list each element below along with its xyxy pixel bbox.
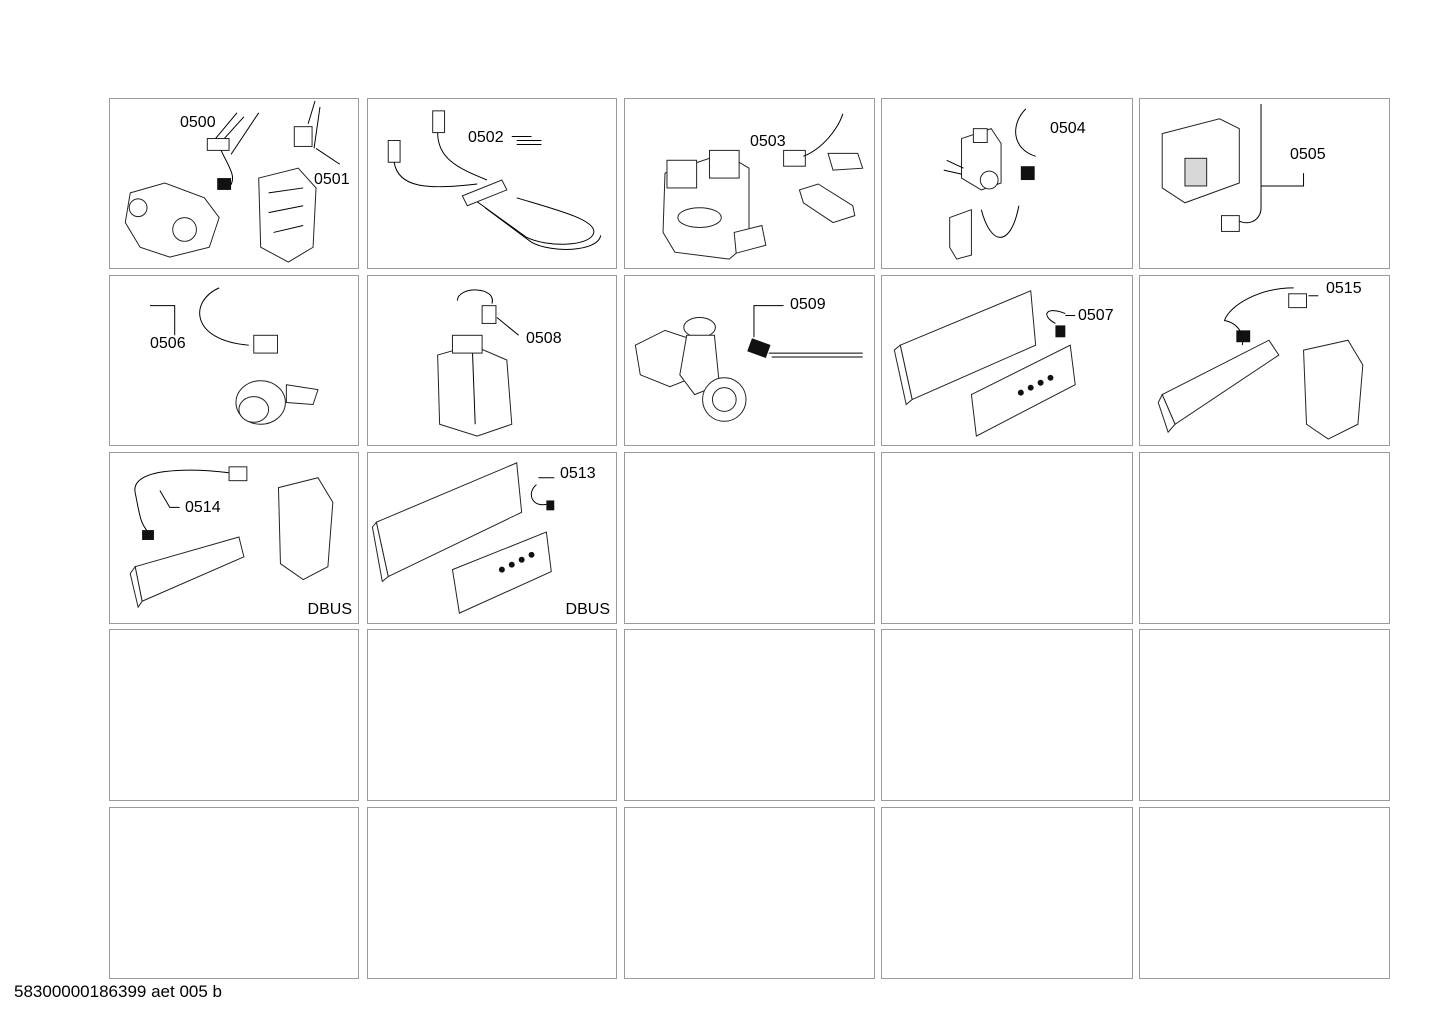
motor-and-module-illustration	[124, 100, 341, 263]
pressure-sensor-illustration	[149, 287, 319, 425]
variant-tag: DBUS	[565, 601, 610, 618]
part-label[interactable]: 0501	[314, 171, 350, 188]
control-module-illustration	[1161, 103, 1305, 232]
part-label[interactable]: 0513	[560, 465, 596, 482]
part-label[interactable]: 0507	[1078, 307, 1114, 324]
filter-capacitor-illustration	[437, 289, 519, 437]
part-cell-0503: 0503	[624, 98, 875, 269]
empty-cell	[1139, 807, 1390, 979]
empty-cell	[367, 807, 617, 979]
variant-tag: DBUS	[307, 601, 352, 618]
part-cell-0506: 0506	[109, 275, 359, 446]
part-label[interactable]: 0515	[1326, 280, 1362, 297]
empty-cell	[109, 807, 359, 979]
valve-illustration	[662, 113, 864, 260]
part-cell-0502: 0502	[367, 98, 617, 269]
part-cell-0514: 0514 DBUS	[109, 452, 359, 624]
part-label[interactable]: 0504	[1050, 120, 1086, 137]
part-label[interactable]: 0505	[1290, 146, 1326, 163]
part-cell-0508: 0508	[367, 275, 617, 446]
empty-cell	[367, 629, 617, 801]
document-id: 58300000186399 aet 005 b	[14, 982, 222, 1001]
drain-pump-illustration	[634, 305, 863, 422]
part-label[interactable]: 0508	[526, 330, 562, 347]
part-cell-0505: 0505	[1139, 98, 1390, 269]
part-cell-0504: 0504	[881, 98, 1133, 269]
empty-cell	[1139, 629, 1390, 801]
empty-cell	[881, 629, 1133, 801]
part-label[interactable]: 0502	[468, 129, 504, 146]
empty-cell	[109, 629, 359, 801]
cable-and-module-illustration	[1157, 287, 1364, 440]
part-label[interactable]: 0509	[790, 296, 826, 313]
valve-and-bracket-illustration	[943, 108, 1036, 260]
empty-cell	[624, 452, 875, 624]
part-cell-0515: 0515	[1139, 275, 1390, 446]
empty-cell	[881, 807, 1133, 979]
heater-illustration	[387, 110, 602, 250]
cable-module-dbus-illustration	[129, 466, 334, 609]
empty-cell	[1139, 452, 1390, 624]
empty-cell	[624, 807, 875, 979]
board-dbus-illustration	[371, 462, 555, 614]
part-label[interactable]: 0506	[150, 335, 186, 352]
empty-cell	[624, 629, 875, 801]
part-cell-0507: 0507	[881, 275, 1133, 446]
part-cell-0500: 0500 0501	[109, 98, 359, 269]
electronic-board-illustration	[893, 290, 1076, 437]
part-label[interactable]: 0503	[750, 133, 786, 150]
part-cell-0509: 0509	[624, 275, 875, 446]
part-label[interactable]: 0514	[185, 499, 221, 516]
part-cell-0513: 0513 DBUS	[367, 452, 617, 624]
part-label[interactable]: 0500	[180, 114, 216, 131]
empty-cell	[881, 452, 1133, 624]
